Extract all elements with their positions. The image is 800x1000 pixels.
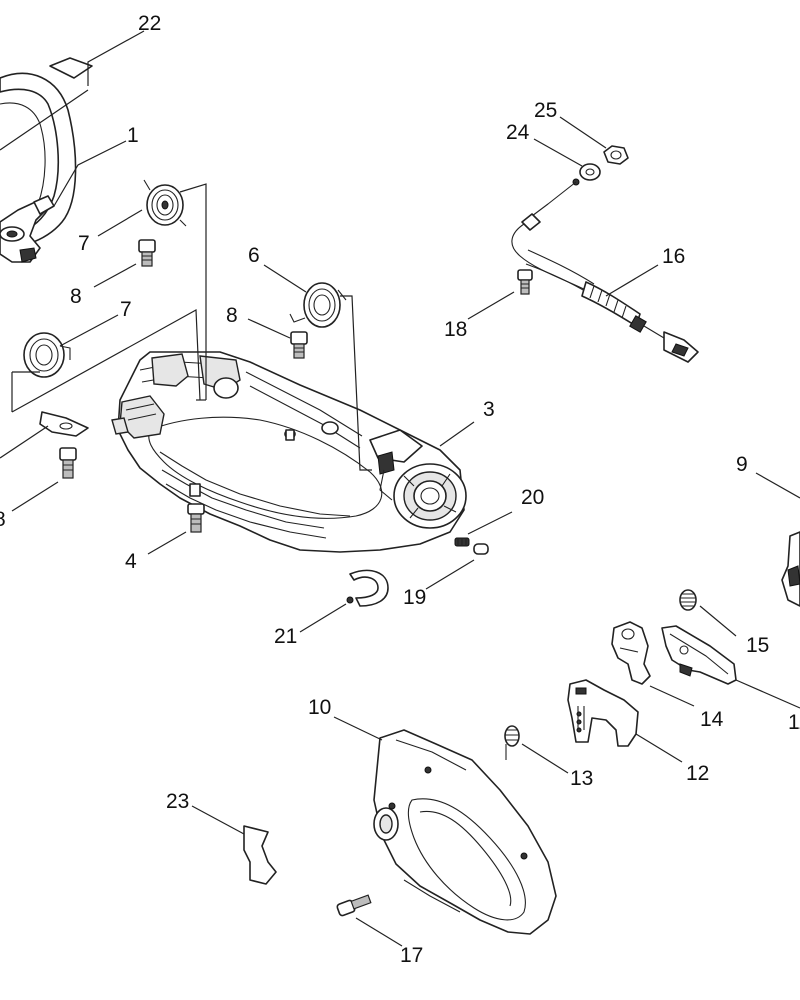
callout-12: 12 (686, 762, 709, 785)
callout-10: 10 (308, 696, 331, 719)
callout-19: 19 (403, 586, 426, 609)
part-12-throttle-trigger (567, 679, 639, 747)
part-18-screw (517, 269, 533, 295)
callout-17: 17 (400, 944, 423, 967)
callout-24: 24 (506, 121, 530, 144)
callout-4: 4 (125, 550, 137, 573)
callout-25: 25 (534, 99, 557, 122)
callout-16: 16 (662, 245, 685, 268)
callout-13: 13 (570, 767, 593, 790)
callout-20: 20 (521, 486, 544, 509)
part-24-washer (579, 163, 601, 181)
callout-6: 6 (248, 244, 260, 267)
callout-7-lower: 7 (120, 298, 132, 321)
part-4-screw (187, 503, 205, 533)
part-14-trigger (611, 621, 651, 685)
part-20-small-spring (454, 537, 470, 547)
callout-11: 11 (788, 711, 800, 734)
callout-22: 22 (138, 12, 161, 35)
part-7-spring-upper (143, 179, 187, 227)
part-25-nut (603, 145, 629, 165)
callout-1: 1 (127, 124, 139, 147)
part-10-side-cover (373, 729, 557, 935)
callout-15: 15 (746, 634, 769, 657)
part-15-spring (679, 589, 697, 611)
callout-7-upper: 7 (78, 232, 90, 255)
callout-14: 14 (700, 708, 724, 731)
part-11-lockout-lever (661, 625, 737, 685)
part-17-screw (336, 894, 372, 917)
part-1-front-handle (0, 72, 77, 263)
callout-numbers: 22 1 25 24 7 6 16 8 7 8 18 3 9 20 8 4 19… (0, 12, 800, 967)
part-19-pin (473, 543, 489, 555)
part-21-clip (346, 569, 389, 607)
part-9-lever (781, 531, 800, 607)
part-13-spring (504, 725, 520, 760)
part-bracket-plate (39, 411, 89, 437)
part-22-label (49, 57, 93, 79)
part-6-spring (289, 282, 347, 328)
part-23-label (243, 825, 277, 885)
part-8-screw-upper (138, 239, 156, 267)
callout-18: 18 (444, 318, 467, 341)
part-3-rear-handle-housing (111, 351, 467, 553)
part-8-screw-lower (59, 447, 77, 479)
callout-8-middle: 8 (226, 304, 238, 327)
callout-21: 21 (274, 625, 297, 648)
leader-lines (0, 30, 800, 947)
part-8-screw-middle (290, 331, 308, 359)
callout-3: 3 (483, 398, 495, 421)
callout-9: 9 (736, 453, 748, 476)
callout-8-lower: 8 (0, 508, 6, 531)
callout-8-upper: 8 (70, 285, 82, 308)
part-16-throttle-cable (511, 178, 699, 363)
callout-23: 23 (166, 790, 189, 813)
part-7-spring-lower (23, 332, 71, 378)
